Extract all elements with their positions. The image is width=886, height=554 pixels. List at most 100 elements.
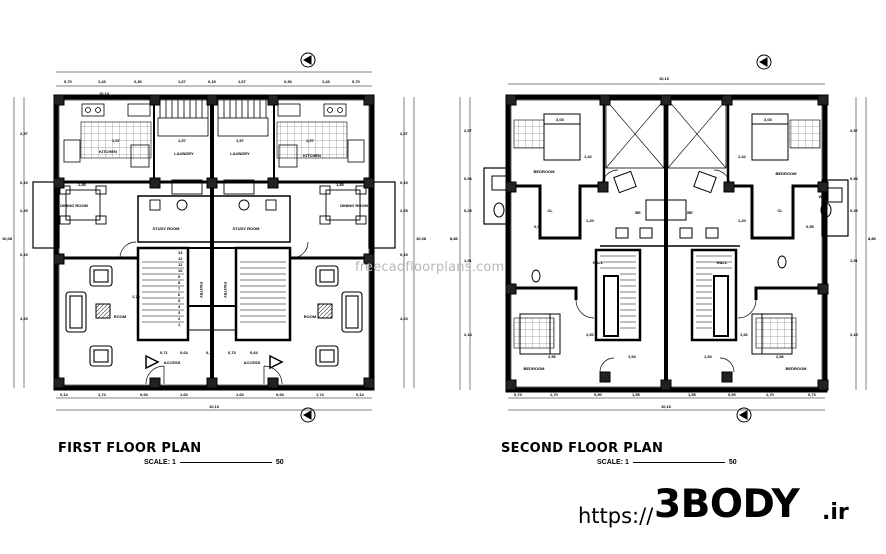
ff-dim-left: 2,25 (20, 208, 29, 213)
second-floor-labels: 10,10 10,16 0,73 1,70 0,90 1,55 1,55 0,9… (450, 76, 877, 409)
ff-dim-right: 0,15 (400, 252, 409, 257)
sf-dim-right: 1,91 (850, 258, 859, 263)
scale-prefix: SCALE: 1 (597, 459, 629, 466)
ff-stair-number: 7 (178, 286, 181, 291)
ff-stair-number: 13 (178, 250, 183, 255)
sf-dim-top-overall: 10,10 (659, 76, 670, 81)
scale-rule (632, 462, 725, 463)
sf-room-bedroom: BEDROOM (786, 366, 808, 371)
ff-dim-top: 1,67 (178, 79, 187, 84)
sf-inner-dim: 2,96 (776, 354, 785, 359)
ff-stair-number: 1 (178, 322, 181, 327)
scale-prefix: SCALE: 1 (144, 459, 176, 466)
ff-inner-dim: 1,57 (112, 138, 121, 143)
sf-room-bedroom: BEDROOM (534, 169, 556, 174)
ff-room-kitchen: KITCHEN (99, 149, 117, 154)
sf-inner-dim: 2,03 (764, 117, 773, 122)
ff-dim-top-overall: 10,10 (99, 91, 110, 96)
sf-room-bedroom: BEDROOM (776, 171, 798, 176)
sf-room-bedroom: BEDROOM (524, 366, 546, 371)
ff-room-laundry: LAUNDRY (230, 151, 250, 156)
sf-inner-dim: 2,03 (556, 117, 565, 122)
ff-stair-number: 8 (178, 280, 181, 285)
sf-dim-bottom: 0,90 (728, 392, 737, 397)
ff-room-room: ROOM (304, 314, 317, 319)
brand-suffix: .ir (822, 500, 849, 525)
ff-dim-bottom: 1,63 (180, 392, 189, 397)
ff-dim-left: 0,15 (20, 180, 29, 185)
ff-room-dining: DINING ROOM (60, 203, 88, 208)
sf-room-wc: WC (819, 194, 826, 199)
ff-dim-top: 1,67 (238, 79, 247, 84)
ff-stair-number: 4 (178, 304, 181, 309)
sf-room-cl: CL (547, 208, 553, 213)
ff-dim-left: 4,23 (20, 316, 29, 321)
sf-room-be: BE (687, 210, 693, 215)
sf-dim-right: 2,57 (850, 128, 859, 133)
sf-dim-left: 0,94 (464, 176, 473, 181)
ff-dim-bottom-overall: 10,10 (209, 404, 220, 409)
brand-main: 3BODY (654, 482, 800, 527)
ff-dim-right-overall: 10,08 (416, 236, 427, 241)
sf-inner-dim: 1,52 (740, 332, 749, 337)
sf-inner-dim: 2,96 (548, 354, 557, 359)
ff-dim-bottom: 0,94 (140, 392, 149, 397)
ff-dim-top: 0,70 (64, 79, 73, 84)
sf-dim-right-overall: 8,86 (868, 236, 877, 241)
ff-room-laundry: LAUNDRY (174, 151, 194, 156)
ff-dim-bottom: 1,63 (236, 392, 245, 397)
ff-dim-top: 0,36 (134, 79, 143, 84)
ff-inner-dim: 1,70 (132, 294, 141, 299)
sf-dim-bottom: 0,73 (514, 392, 523, 397)
ff-room-pantry: PANTRY (199, 282, 204, 298)
sf-dim-bottom: 1,55 (632, 392, 641, 397)
sf-room-hall: HALL (717, 260, 728, 265)
sf-inner-dim: 1,94 (628, 354, 637, 359)
sf-dim-bottom: 0,90 (594, 392, 603, 397)
ff-room-pantry: PANTRY (223, 282, 228, 298)
ff-inner-dim: 0,15 (206, 350, 215, 355)
sf-dim-bottom: 0,73 (808, 392, 817, 397)
sf-inner-dim: 1,20 (586, 218, 595, 223)
ff-room-dining: DINING ROOM (340, 203, 368, 208)
ff-inner-dim: 0,71 (160, 350, 169, 355)
ff-inner-dim: 0,64 (180, 350, 189, 355)
ff-stair-number: 3 (178, 310, 181, 315)
ff-room-kitchen: KITCHEN (303, 153, 321, 158)
ff-dim-right: 2,57 (400, 131, 409, 136)
brand-logo: https:// 3BODY .ir (578, 482, 878, 540)
brand-prefix: https:// (578, 504, 654, 528)
sf-room-hall: HALL (593, 260, 604, 265)
ff-dim-top: 1,43 (322, 79, 331, 84)
ff-stair-number: 5 (178, 298, 181, 303)
ff-dim-left: 0,15 (20, 252, 29, 257)
ff-stair-number: 10 (178, 268, 183, 273)
sf-dim-left: 2,57 (464, 128, 473, 133)
ff-dim-right: 4,23 (400, 316, 409, 321)
ff-dim-left-overall: 10,08 (2, 236, 13, 241)
ff-stair-number: 9 (178, 274, 181, 279)
sf-dim-bottom: 1,55 (688, 392, 697, 397)
sf-inner-dim: 0,55 (806, 224, 815, 229)
sf-dim-bottom: 1,70 (766, 392, 775, 397)
ff-dim-right: 2,25 (400, 208, 409, 213)
sf-dim-right: 0,94 (850, 176, 859, 181)
ff-dim-left: 2,57 (20, 131, 29, 136)
ff-stair-number: 2 (178, 316, 181, 321)
scale-suffix: 50 (728, 459, 737, 466)
first-floor-labels: 10,10 0,70 1,43 0,36 1,67 0,15 1,67 0,36… (2, 79, 427, 409)
second-floor-scale: SCALE: 1 50 (597, 459, 737, 466)
ff-dim-bottom: 1,74 (316, 392, 325, 397)
sf-dim-left: 0,25 (464, 208, 473, 213)
ff-inner-dim: 1,57 (178, 138, 187, 143)
sf-dim-right: 2,18 (850, 332, 859, 337)
sf-inner-dim: 0,55 (534, 224, 543, 229)
ff-dim-top: 1,43 (98, 79, 107, 84)
ff-stair-number: 6 (178, 292, 181, 297)
ff-dim-right: 0,15 (400, 180, 409, 185)
ff-dim-bottom: 1,74 (98, 392, 107, 397)
ff-inner-dim: 1,85 (336, 182, 345, 187)
sf-inner-dim: 1,42 (584, 154, 593, 159)
